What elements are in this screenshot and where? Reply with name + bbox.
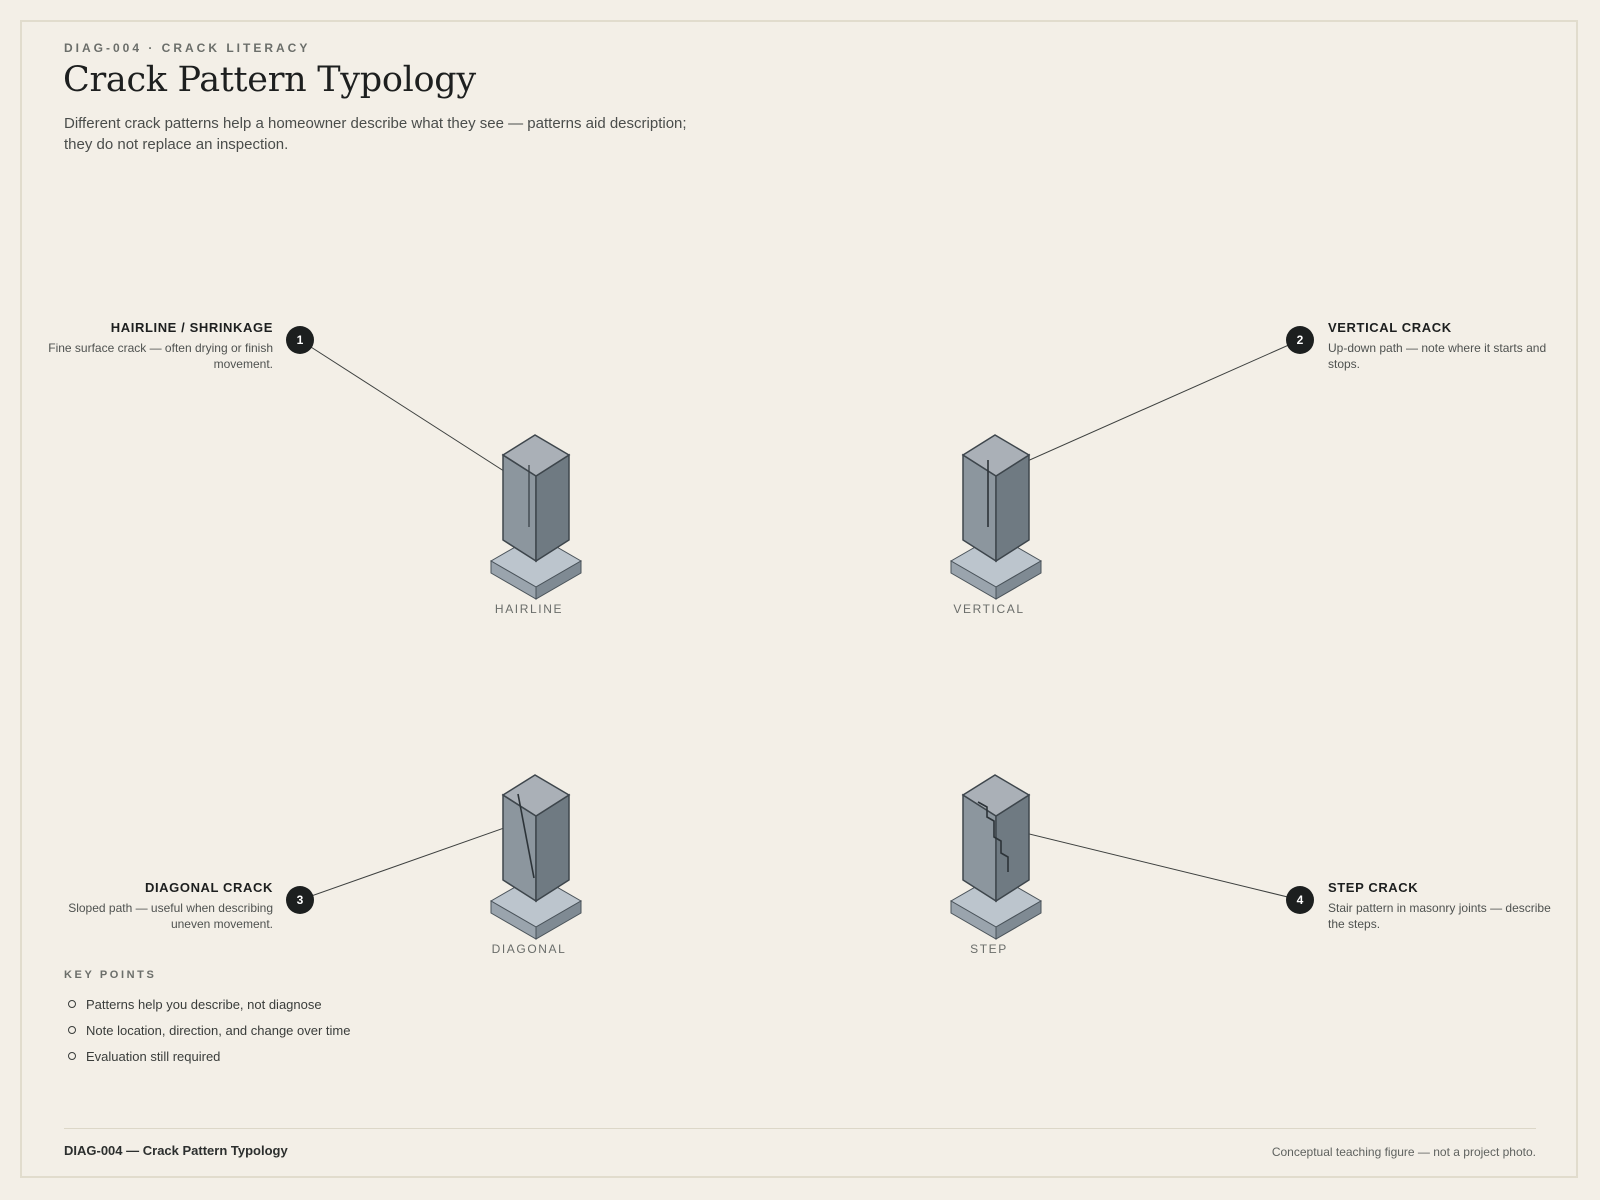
leader-line-2 [979, 339, 1301, 483]
bullet-icon [68, 1026, 76, 1034]
footer-title: DIAG-004 — Crack Pattern Typology [64, 1143, 288, 1158]
key-point-text: Note location, direction, and change ove… [86, 1022, 351, 1038]
callout-title: VERTICAL CRACK [1328, 320, 1452, 335]
callout-description: Fine surface crack — often drying or fin… [48, 341, 273, 371]
callout-title: HAIRLINE / SHRINKAGE [110, 320, 273, 335]
callout-badge-4: 4 [1286, 886, 1314, 914]
object-label-diagonal: DIAGONAL [491, 942, 567, 956]
callout-diagonal: DIAGONAL CRACK Sloped path — useful when… [43, 880, 273, 932]
leader-line-1 [299, 339, 522, 483]
list-item: Note location, direction, and change ove… [64, 1017, 351, 1043]
diagram-eyebrow: DIAG-004 · CRACK LITERACY [64, 41, 311, 55]
vertical-crack-column [950, 434, 1042, 600]
list-item: Patterns help you describe, not diagnose [64, 991, 351, 1017]
footer-divider [64, 1128, 1536, 1129]
key-points-panel: KEY POINTS Patterns help you describe, n… [64, 969, 351, 1069]
page-title: Crack Pattern Typology [63, 60, 476, 100]
list-item: Evaluation still required [64, 1043, 351, 1069]
callout-badge-3: 3 [286, 886, 314, 914]
callout-hairline: HAIRLINE / SHRINKAGE Fine surface crack … [43, 320, 273, 372]
key-points-list: Patterns help you describe, not diagnose… [64, 991, 351, 1069]
object-label-hairline: HAIRLINE [494, 602, 564, 616]
callout-title: STEP CRACK [1328, 880, 1419, 895]
callout-step: STEP CRACK Stair pattern in masonry join… [1328, 880, 1558, 932]
leader-line-4 [979, 821, 1301, 901]
bullet-icon [68, 1052, 76, 1060]
object-label-step: STEP [970, 942, 1008, 956]
hairline-crack-column [490, 434, 582, 600]
callout-description: Stair pattern in masonry joints — descri… [1328, 901, 1551, 931]
callout-description: Sloped path — useful when describing une… [68, 901, 273, 931]
callout-description: Up-down path — note where it starts and … [1328, 341, 1547, 371]
key-point-text: Patterns help you describe, not diagnose [86, 996, 322, 1012]
page-frame [20, 20, 1578, 1178]
callout-badge-1: 1 [286, 326, 314, 354]
footer-note: Conceptual teaching figure — not a proje… [1271, 1145, 1536, 1159]
diagonal-crack-column [490, 774, 582, 940]
object-label-vertical: VERTICAL [953, 602, 1025, 616]
callout-title: DIAGONAL CRACK [144, 880, 273, 895]
bullet-icon [68, 1000, 76, 1008]
step-crack-column [950, 774, 1042, 940]
callout-vertical: VERTICAL CRACK Up-down path — note where… [1328, 320, 1558, 372]
callout-badge-2: 2 [1286, 326, 1314, 354]
page-subtitle: Different crack patterns help a homeowne… [64, 115, 687, 153]
key-points-title: KEY POINTS [64, 969, 157, 981]
key-point-text: Evaluation still required [86, 1048, 221, 1064]
leader-line-3 [299, 821, 522, 901]
